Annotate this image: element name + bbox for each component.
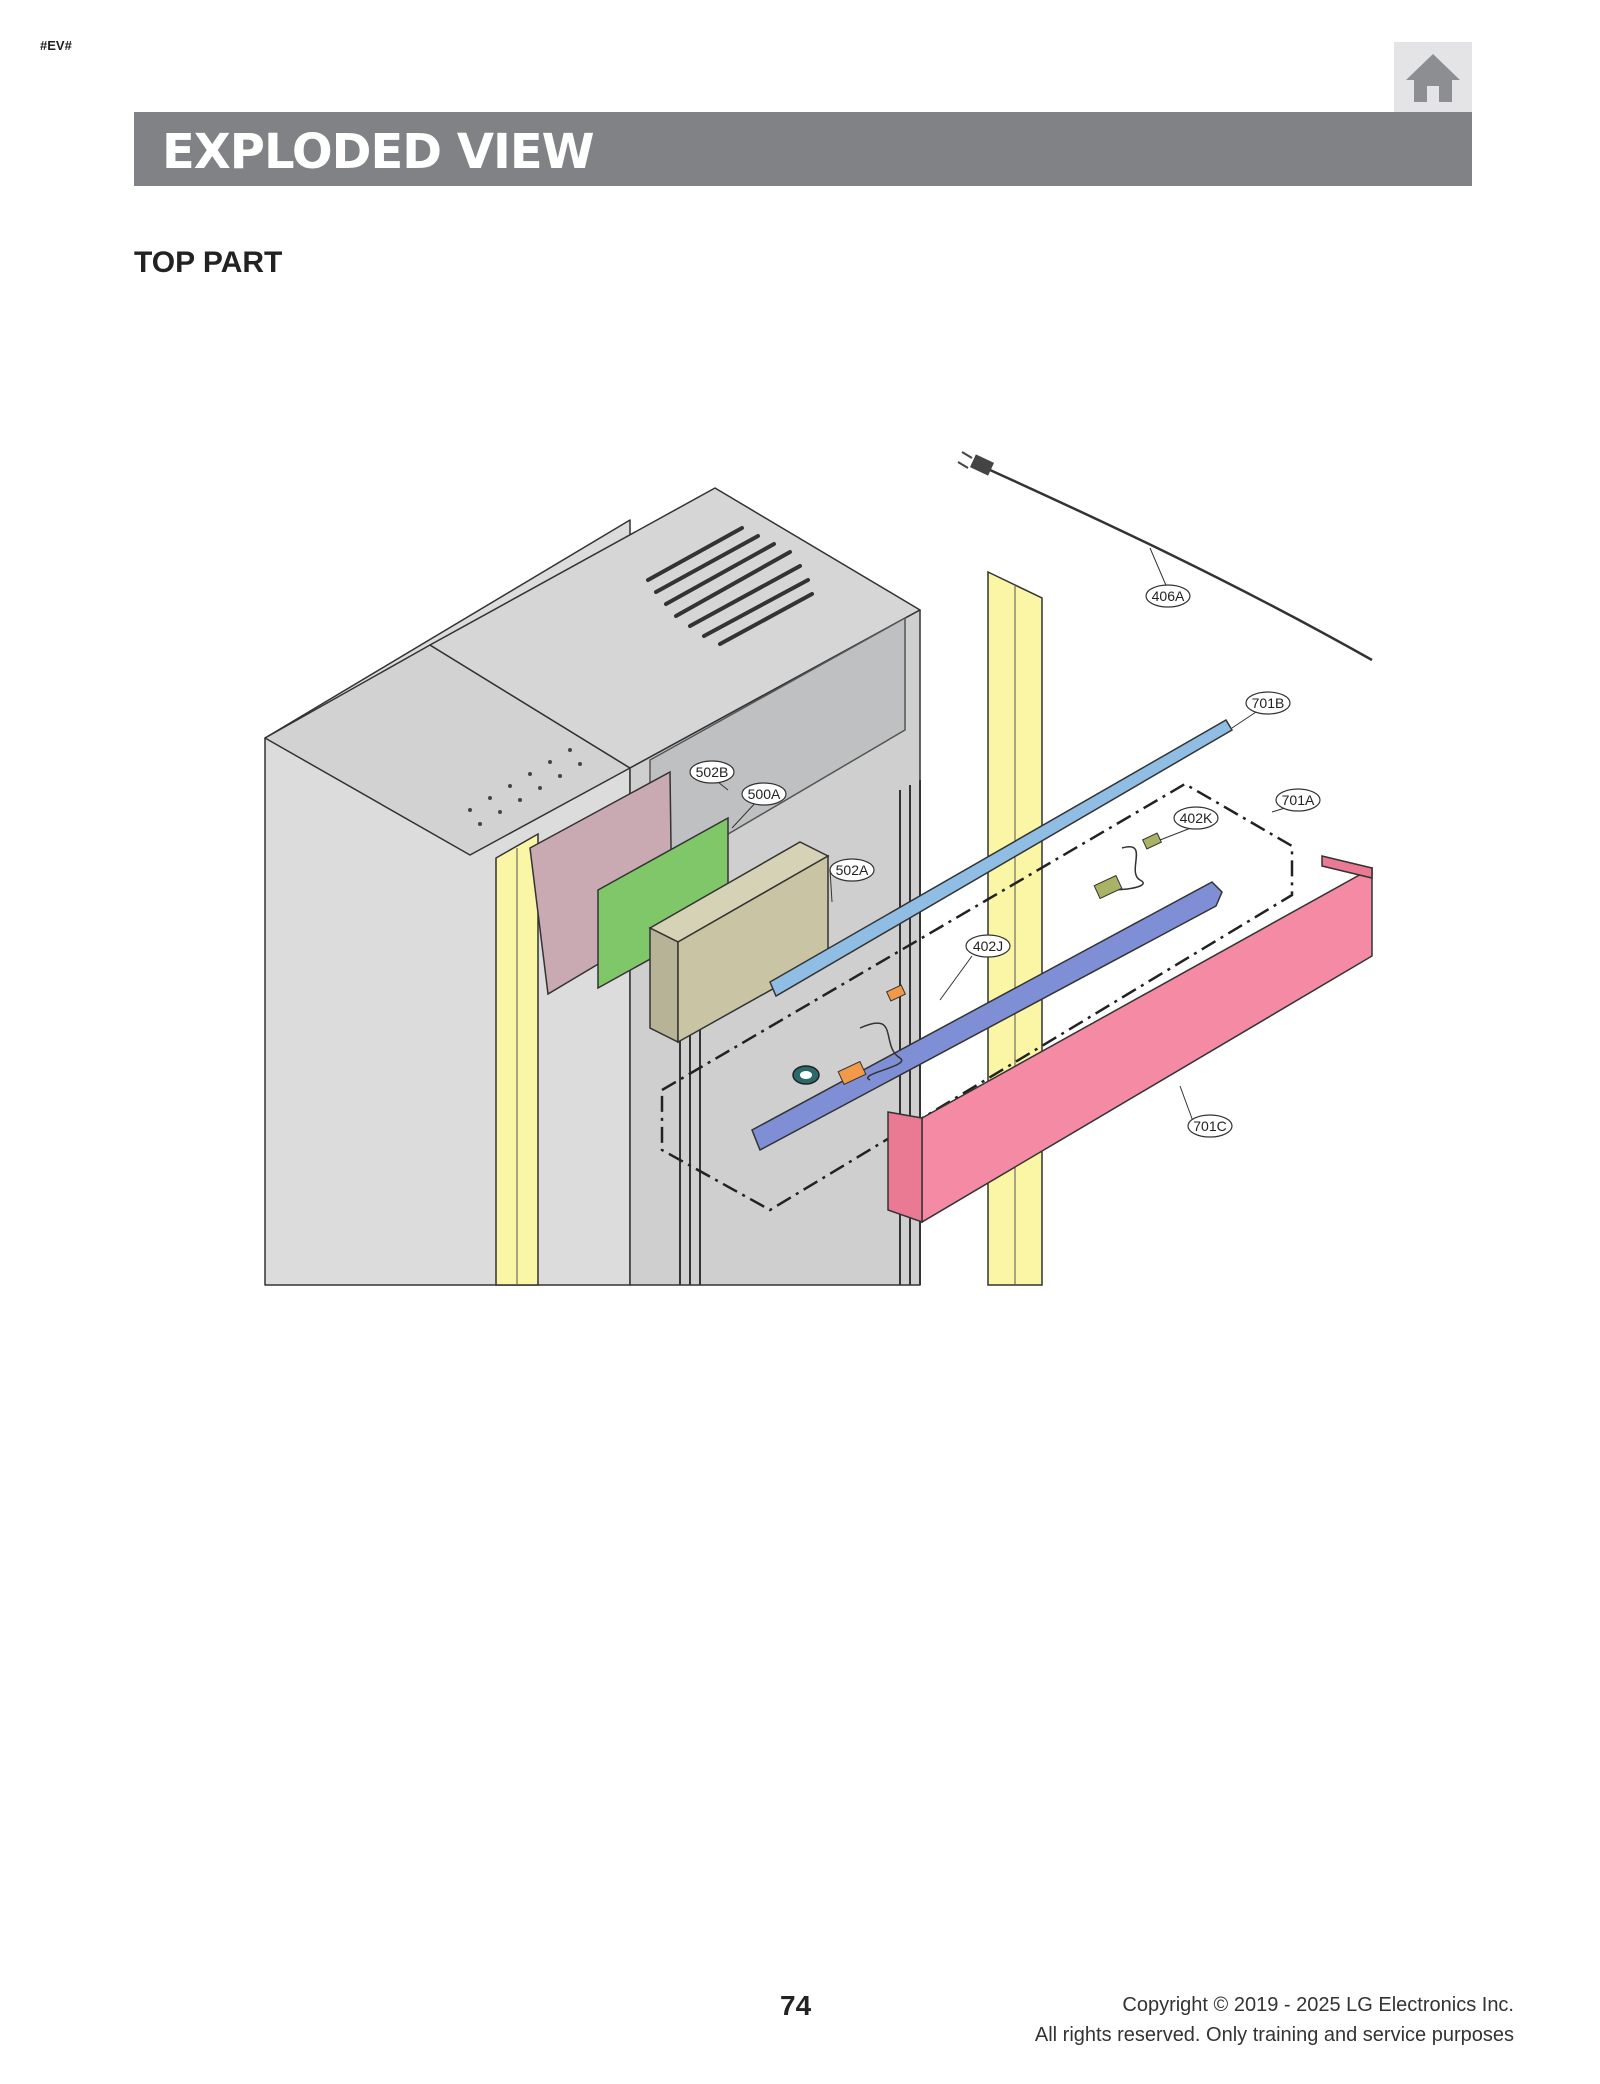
callout-402k: 402K [1173, 806, 1219, 830]
exploded-view-diagram: 406A 701B 502B 500A 701A 402K 502A 402J … [264, 451, 1373, 1286]
callout-label: 406A [1152, 588, 1185, 604]
callout-label: 502A [836, 862, 869, 878]
power-cord-406a [957, 451, 1373, 662]
callout-label: 701A [1282, 792, 1315, 808]
home-button[interactable] [1394, 42, 1472, 112]
page-number: 74 [780, 1990, 812, 2021]
page-title: EXPLODED VIEW [162, 124, 595, 180]
harness-402k [1093, 832, 1163, 900]
copyright-line: Copyright © 2019 - 2025 LG Electronics I… [1122, 1994, 1514, 2016]
side-vent-dots [468, 748, 582, 826]
grommet [792, 1065, 820, 1085]
assembly-outline [660, 782, 1294, 1212]
harness-402j [837, 984, 907, 1086]
cover-rail-701b [769, 718, 1234, 998]
top-cover-701c [887, 855, 1373, 1224]
callout-label: 502B [696, 764, 729, 780]
callout-406a: 406A [1145, 584, 1191, 608]
left-rail [495, 832, 539, 1286]
callout-701a: 701A [1275, 788, 1321, 812]
callout-502a: 502A [829, 858, 875, 882]
top-vent-grille [646, 526, 814, 646]
bracket-channel [751, 881, 1223, 1152]
callout-701b: 701B [1245, 691, 1291, 715]
page-title-banner: EXPLODED VIEW [134, 112, 1472, 186]
section-title: TOP PART [134, 246, 283, 279]
callout-label: 701C [1193, 1118, 1226, 1134]
rights-line: All rights reserved. Only training and s… [1034, 2024, 1514, 2046]
callout-label: 402K [1180, 810, 1213, 826]
callout-label: 402J [973, 938, 1003, 954]
callout-500a: 500A [741, 782, 787, 806]
callout-502b: 502B [689, 760, 735, 784]
copyright-notice: Copyright © 2019 - 2025 LG Electronics I… [1035, 1990, 1514, 2050]
pcb-case-502a [648, 841, 830, 1044]
document-tag: #EV# [40, 38, 72, 53]
callout-label: 500A [748, 786, 781, 802]
home-icon [1406, 54, 1460, 102]
callout-402j: 402J [965, 934, 1011, 958]
callout-701c: 701C [1187, 1114, 1233, 1138]
callout-label: 701B [1252, 695, 1285, 711]
